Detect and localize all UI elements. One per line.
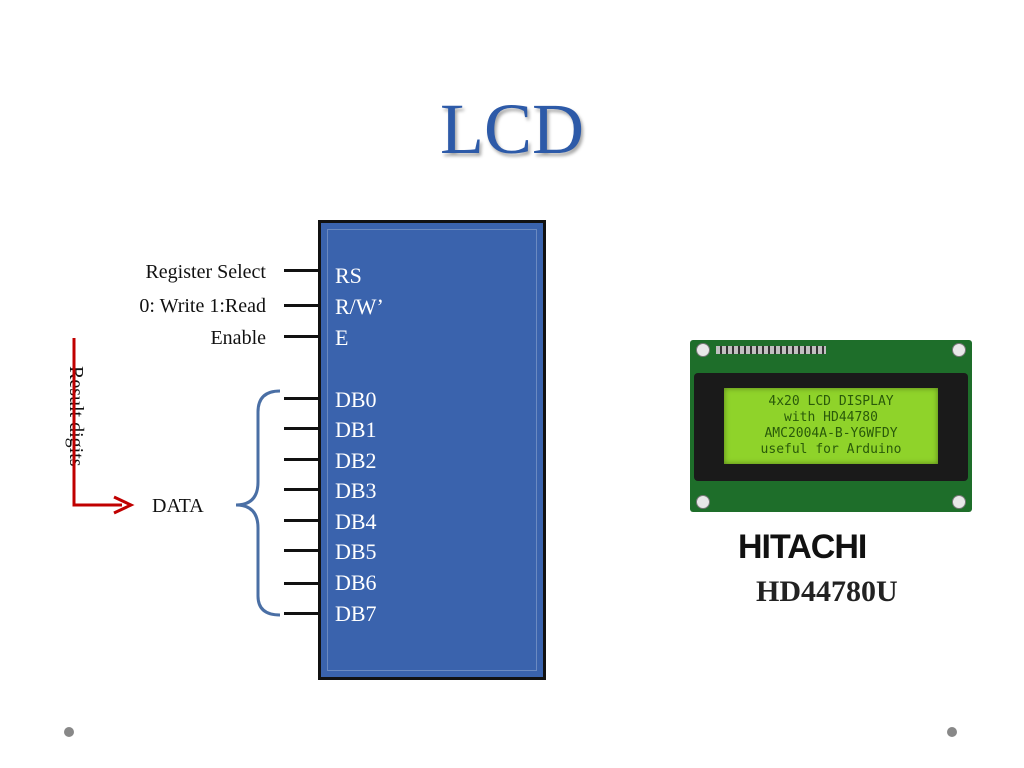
slide-bullet-dot bbox=[947, 727, 957, 737]
data-brace bbox=[235, 389, 281, 617]
pin-label-db6: DB6 bbox=[335, 570, 377, 595]
lcd-controller-chip bbox=[318, 220, 546, 680]
result-digits-label: Result digits bbox=[65, 366, 87, 467]
pin-label-rs: RS bbox=[335, 263, 362, 288]
pin-label-db0: DB0 bbox=[335, 387, 377, 412]
slide-title: LCD bbox=[440, 89, 584, 169]
pin-line-db0 bbox=[284, 397, 320, 400]
pin-label-db1: DB1 bbox=[335, 417, 377, 442]
pin-line-db7 bbox=[284, 612, 320, 615]
lcd-screen: 4x20 LCD DISPLAY with HD44780 AMC2004A-B… bbox=[724, 388, 938, 464]
pin-line-rw bbox=[284, 304, 320, 307]
write-read-label: 0: Write 1:Read bbox=[139, 295, 266, 317]
pin-label-db7: DB7 bbox=[335, 601, 377, 626]
lcd-line-3: AMC2004A-B-Y6WFDY bbox=[764, 426, 898, 441]
pin-line-rs bbox=[284, 269, 320, 272]
enable-label: Enable bbox=[210, 327, 266, 349]
mount-hole bbox=[696, 495, 710, 509]
model-name: HD44780U bbox=[756, 575, 898, 608]
lcd-line-4: useful for Arduino bbox=[760, 442, 902, 457]
result-arrow-line bbox=[72, 338, 122, 507]
lcd-bezel: 4x20 LCD DISPLAY with HD44780 AMC2004A-B… bbox=[694, 373, 968, 481]
pin-line-db4 bbox=[284, 519, 320, 522]
lcd-line-1: 4x20 LCD DISPLAY bbox=[768, 394, 894, 409]
data-label: DATA bbox=[152, 495, 204, 517]
lcd-module-image: 4x20 LCD DISPLAY with HD44780 AMC2004A-B… bbox=[690, 340, 972, 512]
pin-line-db5 bbox=[284, 549, 320, 552]
pin-line-db2 bbox=[284, 458, 320, 461]
mount-hole bbox=[952, 343, 966, 357]
slide-bullet-dot bbox=[64, 727, 74, 737]
pin-line-e bbox=[284, 335, 320, 338]
mount-hole bbox=[696, 343, 710, 357]
pin-label-db3: DB3 bbox=[335, 478, 377, 503]
pin-label-db5: DB5 bbox=[335, 539, 377, 564]
header-pins bbox=[716, 346, 826, 354]
result-arrow-head bbox=[113, 495, 135, 515]
pin-label-e: E bbox=[335, 325, 349, 350]
pin-line-db1 bbox=[284, 427, 320, 430]
register-select-label: Register Select bbox=[145, 261, 266, 283]
pin-label-db4: DB4 bbox=[335, 509, 377, 534]
pin-line-db6 bbox=[284, 582, 320, 585]
pin-line-db3 bbox=[284, 488, 320, 491]
mount-hole bbox=[952, 495, 966, 509]
brand-logo: HITACHI bbox=[738, 528, 867, 566]
pin-label-db2: DB2 bbox=[335, 448, 377, 473]
lcd-line-2: with HD44780 bbox=[784, 410, 878, 425]
pin-label-rw: R/W’ bbox=[335, 294, 384, 319]
